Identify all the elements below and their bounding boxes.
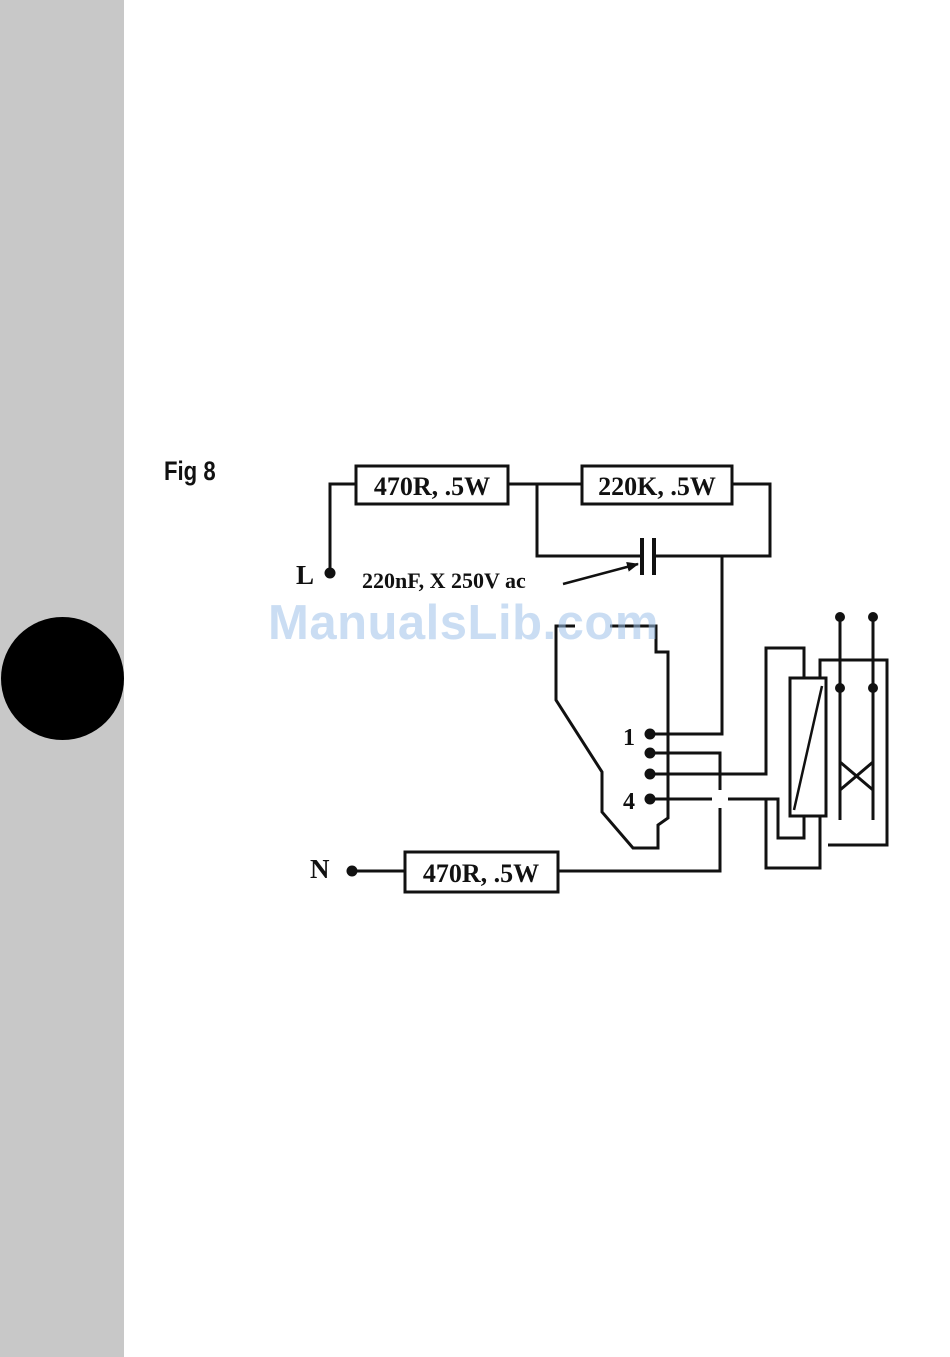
pin-1-dot	[645, 729, 656, 740]
terminal-neutral-dot	[347, 866, 358, 877]
pin-2-dot	[645, 748, 656, 759]
contact-node	[868, 683, 878, 693]
capacitor-pointer-arrow	[563, 564, 638, 584]
pin-3-dot	[645, 769, 656, 780]
wire-live-feed	[330, 484, 356, 573]
resistor-top-left-label: 470R, .5W	[374, 472, 490, 501]
pin-1-label: 1	[623, 725, 635, 751]
contact-terminal	[868, 612, 878, 622]
wire-pin-3	[650, 648, 804, 774]
contact-terminal	[835, 612, 845, 622]
contact-cross	[840, 762, 873, 790]
resistor-neutral-label: 470R, .5W	[423, 859, 539, 888]
pin-4-label: 4	[623, 789, 635, 815]
contact-node	[835, 683, 845, 693]
resistor-top-right-label: 220K, .5W	[598, 472, 716, 501]
watermark-text: ManualsLib.com	[268, 595, 659, 651]
terminal-live-dot	[325, 568, 336, 579]
pin-4-dot	[645, 794, 656, 805]
wire-pin-2-lower	[558, 808, 720, 871]
wire-pin-2	[650, 753, 720, 790]
wire-to-pin-1	[650, 556, 722, 734]
terminal-live-label: L	[296, 560, 314, 590]
terminal-neutral-label: N	[310, 854, 330, 884]
capacitor-label: 220nF, X 250V ac	[362, 568, 526, 593]
